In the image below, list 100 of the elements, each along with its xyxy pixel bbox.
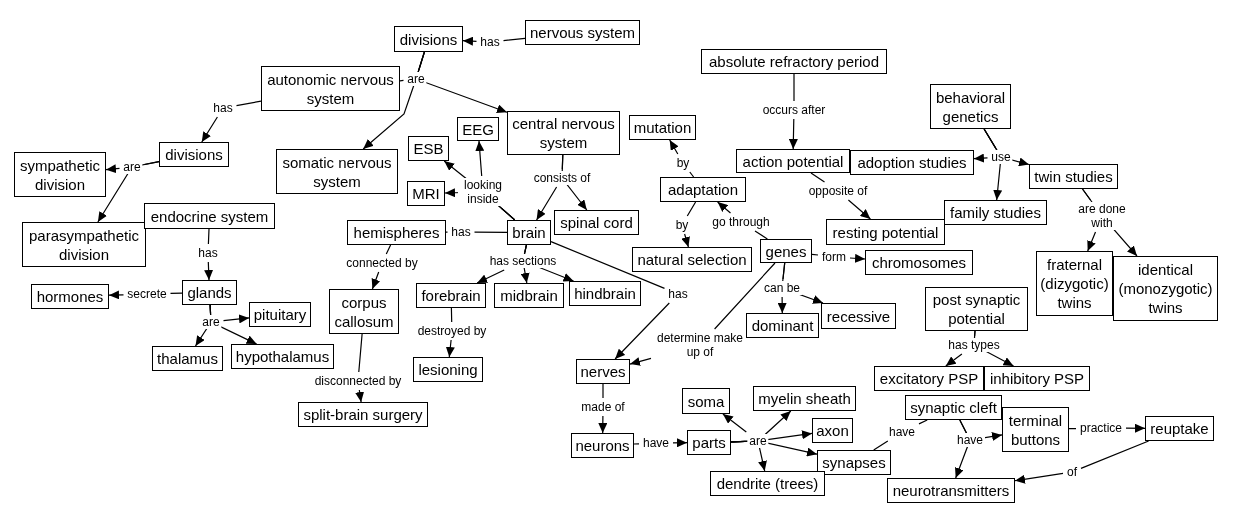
edge-label: secrete bbox=[125, 287, 169, 301]
concept-box: twin studies bbox=[1029, 164, 1118, 189]
connector-line bbox=[445, 231, 508, 233]
arrow bbox=[371, 244, 392, 290]
concept-box: endocrine system bbox=[144, 203, 275, 229]
edge-label: form bbox=[820, 250, 848, 264]
edge-label: by bbox=[673, 218, 691, 232]
concept-box: recessive bbox=[821, 303, 896, 329]
arrow bbox=[550, 241, 670, 360]
concept-box: action potential bbox=[736, 149, 850, 173]
concept-box: resting potential bbox=[826, 219, 945, 245]
edge-label: have bbox=[955, 433, 985, 447]
concept-box: dendrite (trees) bbox=[710, 471, 825, 496]
concept-box: natural selection bbox=[632, 247, 752, 272]
arrow bbox=[717, 201, 768, 240]
edge-label: destroyed by bbox=[415, 324, 489, 338]
concept-box: corpus callosum bbox=[329, 289, 399, 334]
concept-box: excitatory PSP bbox=[874, 366, 984, 391]
arrow bbox=[355, 333, 365, 403]
concept-box: inhibitory PSP bbox=[984, 366, 1090, 391]
concept-box: hormones bbox=[31, 284, 109, 309]
edge-label: have bbox=[641, 436, 671, 450]
edge-label: are bbox=[405, 72, 427, 86]
edge-label: made of bbox=[579, 400, 627, 414]
arrow bbox=[629, 262, 776, 366]
concept-box: forebrain bbox=[416, 283, 486, 308]
concept-box: neurons bbox=[571, 433, 634, 458]
edge-label: practice bbox=[1078, 421, 1124, 435]
concept-box: hemispheres bbox=[347, 220, 446, 245]
concept-box: hypothalamus bbox=[231, 344, 334, 369]
concept-box: split-brain surgery bbox=[298, 402, 428, 427]
concept-box: reuptake bbox=[1145, 416, 1214, 441]
edge-label: opposite of bbox=[806, 184, 870, 198]
concept-box: genes bbox=[760, 239, 812, 263]
edge-label: has bbox=[449, 225, 473, 239]
concept-box: chromosomes bbox=[865, 250, 973, 275]
arrow bbox=[108, 290, 183, 300]
arrow bbox=[810, 172, 871, 220]
concept-box: lesioning bbox=[413, 357, 483, 382]
edge-label: has bbox=[211, 101, 235, 115]
concept-box: nervous system bbox=[525, 20, 640, 45]
edge-label: has types bbox=[946, 338, 1002, 352]
concept-box: autonomic nervous system bbox=[261, 66, 400, 111]
arrow bbox=[633, 438, 688, 448]
edge-label: can be bbox=[762, 281, 802, 295]
concept-box: adaptation bbox=[660, 177, 746, 202]
edge-label: have bbox=[887, 425, 917, 439]
concept-box: axon bbox=[812, 418, 853, 443]
arrow bbox=[1014, 440, 1150, 484]
edge-label: of bbox=[1065, 465, 1079, 479]
arrow bbox=[1068, 423, 1146, 433]
concept-box: brain bbox=[507, 220, 551, 245]
concept-box: midbrain bbox=[494, 283, 564, 308]
arrow bbox=[788, 73, 798, 150]
edge-label: are bbox=[747, 434, 769, 448]
concept-box: divisions bbox=[394, 26, 463, 52]
arrow bbox=[201, 100, 262, 143]
edge-label: use bbox=[989, 150, 1013, 164]
concept-box: absolute refractory period bbox=[701, 49, 887, 74]
edge-label: has bbox=[666, 287, 690, 301]
concept-box: thalamus bbox=[152, 346, 223, 371]
edge-label: has sections bbox=[487, 254, 559, 268]
edge-label: consists of bbox=[531, 171, 593, 185]
arrow bbox=[598, 383, 608, 434]
concept-box: sympathetic division bbox=[14, 152, 106, 197]
concept-box: synapses bbox=[817, 450, 891, 475]
arrow bbox=[97, 161, 160, 223]
arrow bbox=[209, 304, 258, 345]
connector-line bbox=[873, 419, 928, 451]
arrow bbox=[811, 253, 866, 263]
concept-box: neurotransmitters bbox=[887, 478, 1015, 503]
concept-box: mutation bbox=[629, 115, 696, 140]
concept-box: central nervous system bbox=[507, 111, 620, 155]
edge-label: are bbox=[200, 315, 222, 329]
concept-box: spinal cord bbox=[554, 210, 639, 235]
concept-box: myelin sheath bbox=[753, 386, 856, 411]
concept-box: identical (monozygotic) twins bbox=[1113, 256, 1218, 321]
concept-box: ESB bbox=[408, 136, 449, 161]
edge-label: go through bbox=[710, 215, 772, 229]
arrow bbox=[681, 201, 697, 248]
concept-box: family studies bbox=[944, 200, 1047, 225]
concept-box: parts bbox=[687, 430, 731, 455]
edge-label: connected by bbox=[344, 256, 420, 270]
concept-box: post synaptic potential bbox=[925, 287, 1028, 331]
concept-box: adoption studies bbox=[850, 150, 974, 175]
arrow bbox=[462, 36, 526, 46]
edge-label: has bbox=[196, 246, 220, 260]
edge-label: has bbox=[478, 35, 502, 49]
concept-box: nerves bbox=[576, 359, 630, 384]
concept-box: behavioral genetics bbox=[930, 84, 1011, 129]
concept-box: hindbrain bbox=[569, 281, 641, 306]
concept-box: divisions bbox=[159, 142, 229, 167]
edge-label: occurs after bbox=[760, 103, 828, 117]
concept-box: parasympathetic division bbox=[22, 222, 146, 267]
arrow bbox=[445, 307, 455, 358]
arrow bbox=[669, 139, 695, 178]
concept-box: somatic nervous system bbox=[276, 149, 398, 194]
concept-box: soma bbox=[682, 388, 730, 414]
concept-box: terminal buttons bbox=[1002, 407, 1069, 452]
concept-box: glands bbox=[182, 280, 237, 305]
